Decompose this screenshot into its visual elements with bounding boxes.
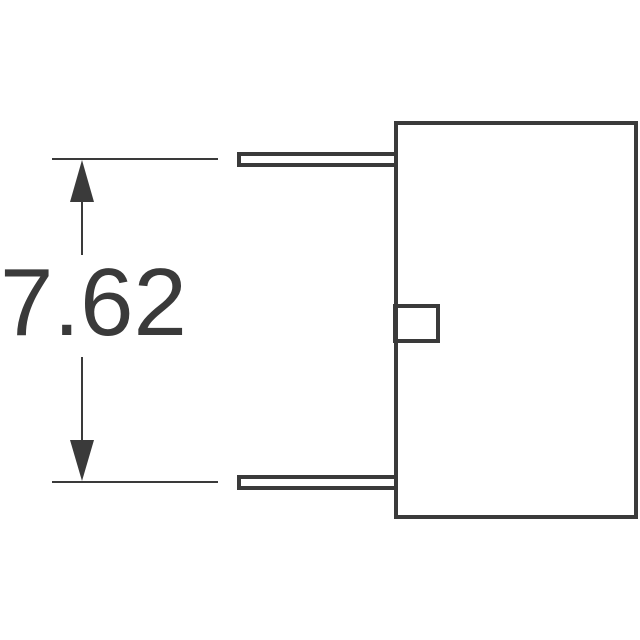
lead-top: [237, 152, 398, 167]
lead-bottom: [237, 475, 398, 490]
dimension-label: 7.62: [0, 249, 187, 356]
component-body: [394, 121, 638, 519]
arrowhead-top: [70, 160, 94, 202]
component-notch: [393, 304, 440, 343]
arrowhead-bottom: [70, 440, 94, 481]
